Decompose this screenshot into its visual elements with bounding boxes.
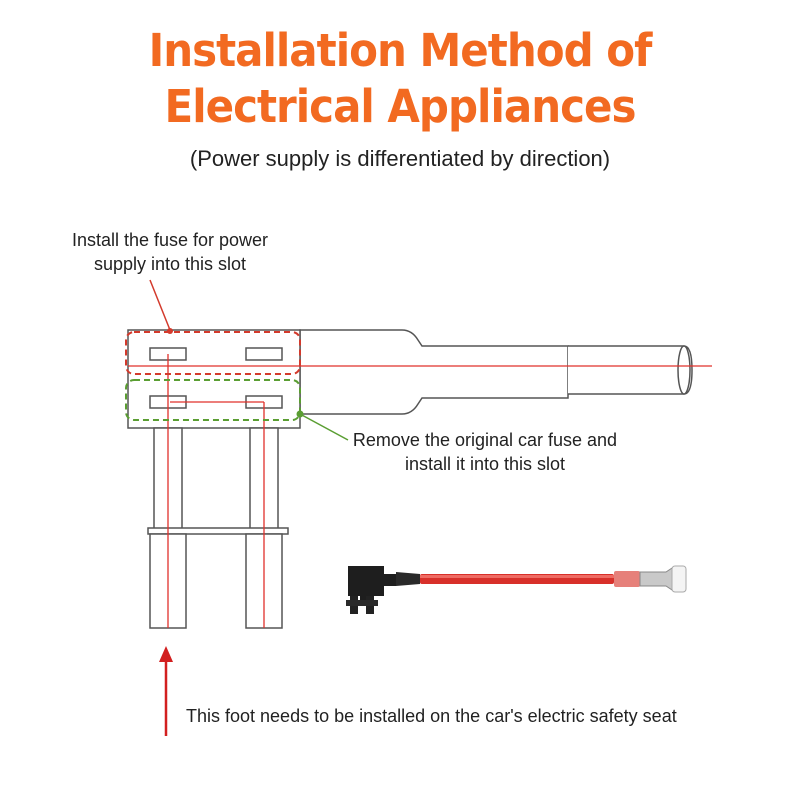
leader-lines xyxy=(149,279,349,441)
up-arrow-icon xyxy=(159,646,173,736)
crimp-terminal xyxy=(639,567,673,591)
fuse-tap-boot xyxy=(396,572,420,586)
page-title-line-2: Electrical Appliances xyxy=(164,80,637,133)
original-fuse-slot-outline xyxy=(125,379,301,421)
safety-seat-foot-note: This foot needs to be installed on the c… xyxy=(186,706,677,726)
power-fuse-slot-outline xyxy=(125,331,301,375)
original-slot-leader xyxy=(299,413,349,441)
red-wire-highlight xyxy=(420,575,614,578)
page-subtitle: (Power supply is differentiated by direc… xyxy=(189,146,611,171)
cable-cut-end xyxy=(677,345,691,395)
original-slot-leader-dot xyxy=(296,410,304,418)
original-fuse-slot-note: Remove the original car fuse and install… xyxy=(352,430,618,474)
fuse-tap-head xyxy=(348,566,396,606)
cable-end xyxy=(568,345,693,395)
cable-sleeve xyxy=(299,329,569,415)
terminal-cap xyxy=(671,565,687,593)
fuse-holder xyxy=(127,329,301,629)
power-slot-leader-dot xyxy=(167,328,173,334)
power-slot-leader xyxy=(149,279,171,331)
fuse-tap-base xyxy=(346,600,378,606)
page-title-line-1: Installation Method of xyxy=(148,24,653,77)
heat-shrink-sleeve xyxy=(614,571,640,587)
cable xyxy=(299,329,693,415)
power-fuse-slot-note: Install the fuse for power supply into t… xyxy=(71,230,269,274)
leg-collar xyxy=(147,527,289,535)
fuse-tap-product-image xyxy=(346,565,687,614)
internal-wires xyxy=(128,354,712,628)
upper-slot-right-contact xyxy=(245,347,283,361)
